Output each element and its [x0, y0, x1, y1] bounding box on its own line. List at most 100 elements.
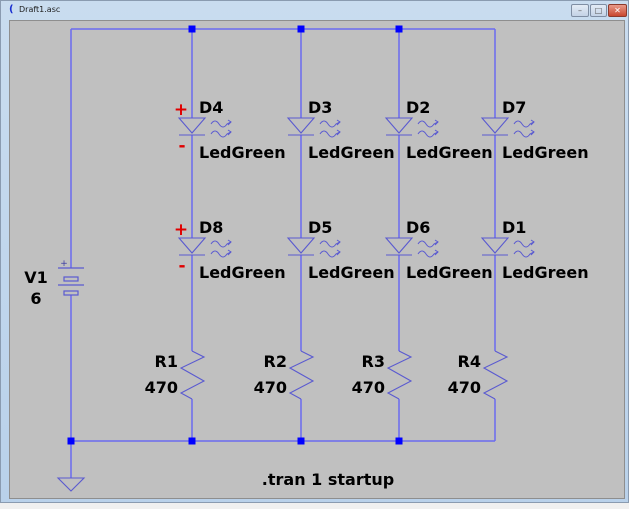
- maximize-button[interactable]: □: [590, 4, 607, 17]
- led-triangle-icon: [177, 117, 207, 134]
- resistor-r2-icon[interactable]: [288, 350, 315, 400]
- light-emission-arrow-icon: [417, 130, 439, 138]
- close-button[interactable]: ✕: [608, 4, 627, 17]
- schematic-canvas[interactable]: [9, 20, 625, 499]
- resistor-ref-label: R4: [458, 352, 481, 371]
- light-emission-arrow-icon: [319, 130, 341, 138]
- led-ref-label: D8: [199, 218, 223, 237]
- led-model-label: LedGreen: [502, 143, 589, 162]
- arrowhead-icon: [336, 239, 341, 246]
- junction-dot: [395, 437, 403, 445]
- led-model-label: LedGreen: [502, 263, 589, 282]
- led-d4[interactable]: [177, 117, 232, 138]
- arrowhead-icon: [434, 239, 439, 246]
- led-triangle-icon: [480, 117, 510, 134]
- arrowhead-icon: [227, 249, 232, 256]
- status-strip: [0, 503, 629, 509]
- title-bar[interactable]: ( Draft1.asc – □ ✕: [1, 1, 628, 19]
- led-ref-label: D1: [502, 218, 526, 237]
- resistor-ref-label: R2: [264, 352, 287, 371]
- light-emission-arrow-icon: [513, 130, 535, 138]
- ltspice-app-icon: (: [9, 4, 14, 15]
- maximize-icon: □: [594, 6, 603, 15]
- resistor-ref-label: R1: [155, 352, 178, 371]
- arrowhead-icon: [227, 129, 232, 136]
- resistor-value-label: 470: [145, 378, 178, 397]
- led-d5[interactable]: [286, 237, 341, 258]
- resistor-value-label: 470: [352, 378, 385, 397]
- resistor-r4-icon[interactable]: [482, 350, 509, 400]
- arrowhead-icon: [227, 119, 232, 126]
- light-emission-arrow-icon: [417, 120, 439, 128]
- arrowhead-icon: [530, 239, 535, 246]
- junction-dot: [188, 25, 196, 33]
- led-ref-label: D4: [199, 98, 223, 117]
- close-icon: ✕: [614, 6, 621, 15]
- battery-cell: [63, 276, 79, 282]
- led-model-label: LedGreen: [308, 263, 395, 282]
- light-emission-arrow-icon: [513, 120, 535, 128]
- light-emission-arrow-icon: [513, 250, 535, 258]
- resistor-r1-icon[interactable]: [179, 350, 206, 400]
- arrowhead-icon: [434, 249, 439, 256]
- source-ref-label: V1: [24, 268, 48, 287]
- led-model-label: LedGreen: [406, 143, 493, 162]
- light-emission-arrow-icon: [210, 250, 232, 258]
- led-ref-label: D5: [308, 218, 332, 237]
- polarity-plus-mark: +: [174, 100, 188, 120]
- light-emission-arrow-icon: [417, 240, 439, 248]
- junction-dot: [395, 25, 403, 33]
- led-triangle-icon: [480, 237, 510, 254]
- led-ref-label: D6: [406, 218, 430, 237]
- battery-cell: [63, 290, 79, 296]
- polarity-plus-mark: +: [174, 220, 188, 240]
- led-d6[interactable]: [384, 237, 439, 258]
- led-triangle-icon: [286, 117, 316, 134]
- resistor-ref-label: R3: [362, 352, 385, 371]
- arrowhead-icon: [434, 129, 439, 136]
- resistor-r3-icon[interactable]: [386, 350, 413, 400]
- junction-dot: [67, 437, 75, 445]
- led-model-label: LedGreen: [199, 143, 286, 162]
- led-ref-label: D3: [308, 98, 332, 117]
- minimize-button[interactable]: –: [571, 4, 589, 17]
- light-emission-arrow-icon: [319, 120, 341, 128]
- resistor-value-label: 470: [448, 378, 481, 397]
- light-emission-arrow-icon: [210, 120, 232, 128]
- arrowhead-icon: [530, 129, 535, 136]
- arrowhead-icon: [434, 119, 439, 126]
- arrowhead-icon: [336, 129, 341, 136]
- light-emission-arrow-icon: [319, 240, 341, 248]
- led-d1[interactable]: [480, 237, 535, 258]
- source-value-label: 6: [30, 289, 41, 308]
- spice-directive: .tran 1 startup: [262, 470, 394, 489]
- ground-icon: [56, 477, 86, 492]
- led-model-label: LedGreen: [308, 143, 395, 162]
- led-model-label: LedGreen: [199, 263, 286, 282]
- led-d7[interactable]: [480, 117, 535, 138]
- led-model-label: LedGreen: [406, 263, 493, 282]
- light-emission-arrow-icon: [417, 250, 439, 258]
- light-emission-arrow-icon: [210, 240, 232, 248]
- junction-dot: [297, 437, 305, 445]
- battery-plus-mark: +: [60, 259, 68, 269]
- polarity-minus-mark: -: [178, 136, 185, 156]
- led-d2[interactable]: [384, 117, 439, 138]
- light-emission-arrow-icon: [210, 130, 232, 138]
- arrowhead-icon: [336, 119, 341, 126]
- led-ref-label: D7: [502, 98, 526, 117]
- arrowhead-icon: [530, 249, 535, 256]
- led-d8[interactable]: [177, 237, 232, 258]
- led-triangle-icon: [384, 117, 414, 134]
- arrowhead-icon: [227, 239, 232, 246]
- junction-dot: [297, 25, 305, 33]
- light-emission-arrow-icon: [513, 240, 535, 248]
- led-ref-label: D2: [406, 98, 430, 117]
- junction-dot: [188, 437, 196, 445]
- minimize-icon: –: [578, 6, 582, 15]
- arrowhead-icon: [336, 249, 341, 256]
- led-triangle-icon: [286, 237, 316, 254]
- led-d3[interactable]: [286, 117, 341, 138]
